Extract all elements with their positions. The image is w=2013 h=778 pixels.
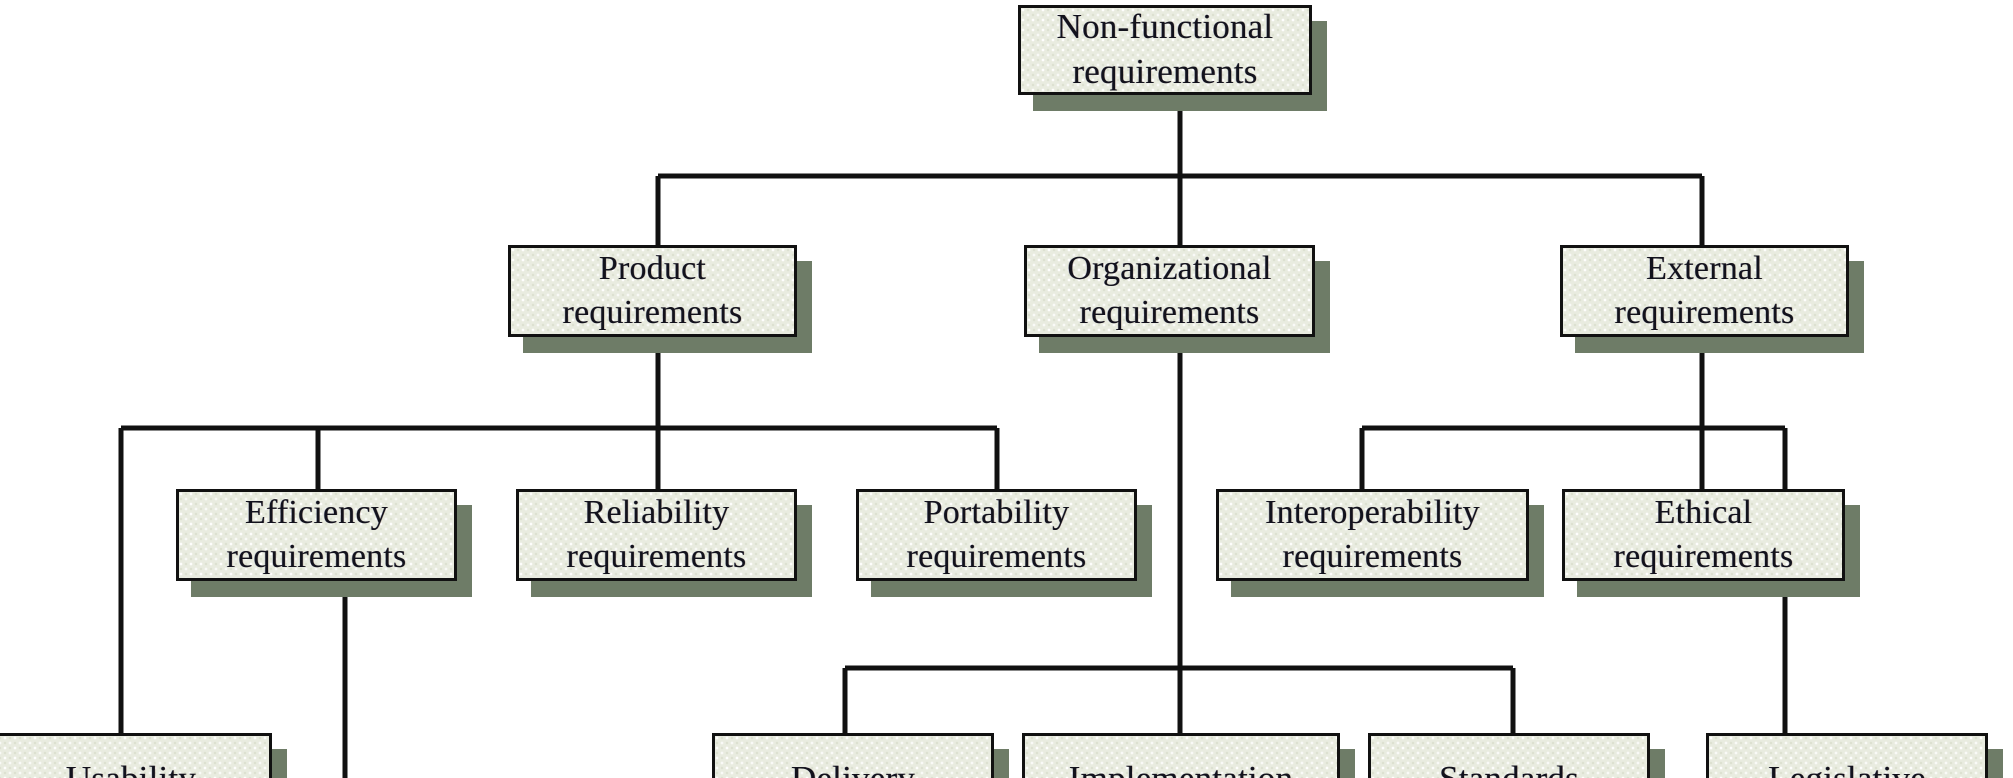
node-interoperability-requirements[interactable]: Interoperability requirements — [1216, 489, 1544, 597]
node-legislative[interactable]: Legislative — [1706, 733, 2003, 778]
node-label-implementation: Implementation — [1061, 757, 1301, 778]
node-reliability-requirements[interactable]: Reliability requirements — [516, 489, 812, 597]
node-box-implementation[interactable]: Implementation — [1022, 733, 1340, 778]
node-label-organizational-requirements: Organizational requirements — [1067, 250, 1272, 331]
node-label-non-functional-requirements: Non-functional requirements — [1056, 7, 1274, 91]
node-box-product-requirements[interactable]: Product requirements — [508, 245, 797, 337]
node-box-interoperability-requirements[interactable]: Interoperability requirements — [1216, 489, 1529, 581]
node-implementation[interactable]: Implementation — [1022, 733, 1355, 778]
node-label-interoperability-requirements: Interoperability requirements — [1265, 494, 1480, 575]
node-box-legislative[interactable]: Legislative — [1706, 733, 1988, 778]
node-label-portability-requirements: Portability requirements — [906, 494, 1087, 575]
node-product-requirements[interactable]: Product requirements — [508, 245, 812, 353]
node-label-efficiency-requirements: Efficiency requirements — [226, 494, 407, 575]
node-standards[interactable]: Standards — [1368, 733, 1665, 778]
node-label-usability: Usability — [58, 757, 204, 778]
node-label-external-requirements: External requirements — [1614, 250, 1795, 331]
node-box-delivery[interactable]: Delivery — [712, 733, 994, 778]
node-portability-requirements[interactable]: Portability requirements — [856, 489, 1152, 597]
node-box-efficiency-requirements[interactable]: Efficiency requirements — [176, 489, 457, 581]
node-organizational-requirements[interactable]: Organizational requirements — [1024, 245, 1330, 353]
node-ethical-requirements[interactable]: Ethical requirements — [1562, 489, 1860, 597]
node-box-usability[interactable]: Usability — [0, 733, 272, 778]
node-box-organizational-requirements[interactable]: Organizational requirements — [1024, 245, 1315, 337]
node-delivery[interactable]: Delivery — [712, 733, 1009, 778]
node-box-non-functional-requirements[interactable]: Non-functional requirements — [1018, 5, 1312, 95]
node-label-legislative: Legislative — [1760, 757, 1934, 778]
node-box-reliability-requirements[interactable]: Reliability requirements — [516, 489, 797, 581]
node-efficiency-requirements[interactable]: Efficiency requirements — [176, 489, 472, 597]
node-box-portability-requirements[interactable]: Portability requirements — [856, 489, 1137, 581]
node-box-standards[interactable]: Standards — [1368, 733, 1650, 778]
node-label-delivery: Delivery — [783, 757, 923, 778]
node-non-functional-requirements[interactable]: Non-functional requirements — [1018, 5, 1327, 111]
node-label-standards: Standards — [1431, 757, 1587, 778]
node-external-requirements[interactable]: External requirements — [1560, 245, 1864, 353]
node-label-ethical-requirements: Ethical requirements — [1613, 494, 1794, 575]
node-box-ethical-requirements[interactable]: Ethical requirements — [1562, 489, 1845, 581]
node-label-reliability-requirements: Reliability requirements — [566, 494, 747, 575]
node-box-external-requirements[interactable]: External requirements — [1560, 245, 1849, 337]
node-usability[interactable]: Usability — [0, 733, 287, 778]
node-label-product-requirements: Product requirements — [562, 250, 743, 331]
